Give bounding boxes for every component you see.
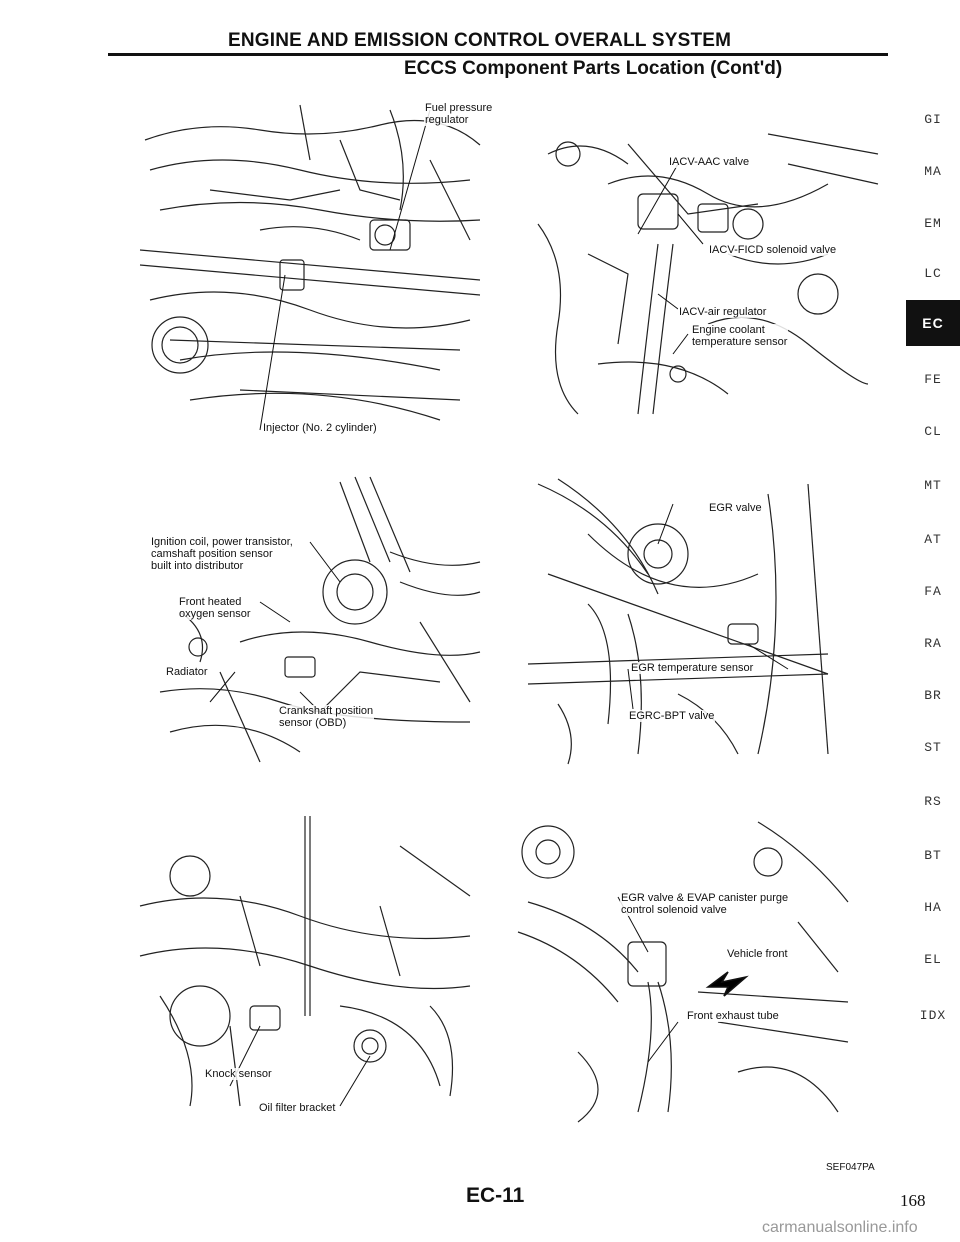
label-injector: Injector (No. 2 cylinder) — [262, 422, 378, 434]
figure-fuel-injector: Fuel pressure regulator Injector (No. 2 … — [139, 100, 494, 434]
engine-drawing-3 — [159, 476, 481, 763]
index-lc[interactable]: LC — [924, 266, 942, 281]
engine-drawing-2 — [537, 133, 879, 415]
label-front-exhaust-tube: Front exhaust tube — [686, 1010, 780, 1022]
index-rs[interactable]: RS — [924, 794, 942, 809]
label-fuel-pressure-regulator: Fuel pressure regulator — [424, 102, 494, 126]
index-ma[interactable]: MA — [924, 164, 942, 179]
index-ra[interactable]: RA — [924, 636, 942, 651]
engine-drawing-4 — [527, 478, 829, 765]
index-gi[interactable]: GI — [924, 112, 942, 127]
section-title: ENGINE AND EMISSION CONTROL OVERALL SYST… — [228, 30, 732, 51]
label-egrc-bpt-valve: EGRC-BPT valve — [628, 710, 716, 722]
index-ha[interactable]: HA — [924, 900, 942, 915]
label-iacv-aac-valve: IACV-AAC valve — [668, 156, 751, 168]
label-iacv-ficd-solenoid: IACV-FICD solenoid valve — [708, 244, 838, 256]
page-number: 168 — [900, 1191, 926, 1210]
index-cl[interactable]: CL — [924, 424, 942, 439]
label-crankshaft-position-sensor: Crankshaft position sensor (OBD) — [278, 705, 375, 729]
index-ec-active[interactable]: EC — [906, 300, 960, 346]
label-front-heated-oxygen-sensor: Front heated oxygen sensor — [178, 596, 252, 620]
index-el[interactable]: EL — [924, 952, 942, 967]
label-radiator: Radiator — [165, 666, 209, 678]
index-at[interactable]: AT — [924, 532, 942, 547]
engine-drawing-5 — [139, 816, 471, 1107]
index-bt[interactable]: BT — [924, 848, 942, 863]
label-iacv-air-regulator: IACV-air regulator — [678, 306, 768, 318]
figure-iacv: IACV-AAC valve IACV-FICD solenoid valve … — [528, 124, 888, 420]
index-idx[interactable]: IDX — [919, 1008, 947, 1023]
engine-drawing-1 — [139, 104, 481, 431]
index-br[interactable]: BR — [924, 688, 942, 703]
figure-id: SEF047PA — [826, 1162, 875, 1173]
watermark: carmanualsonline.info — [762, 1219, 918, 1236]
engine-drawing-6 — [517, 821, 849, 1123]
label-ignition-coil: Ignition coil, power transistor, camshaf… — [150, 536, 294, 572]
index-st[interactable]: ST — [924, 740, 942, 755]
figure-distributor: Ignition coil, power transistor, camshaf… — [140, 472, 485, 772]
figure-egr: EGR valve EGR temperature sensor EGRC-BP… — [527, 474, 848, 765]
index-fe[interactable]: FE — [924, 372, 942, 387]
index-em[interactable]: EM — [924, 216, 942, 231]
label-engine-coolant-sensor: Engine coolant temperature sensor — [691, 324, 789, 348]
label-knock-sensor: Knock sensor — [204, 1068, 273, 1080]
label-egr-temperature-sensor: EGR temperature sensor — [630, 662, 755, 674]
label-oil-filter-bracket: Oil filter bracket — [258, 1102, 337, 1114]
page-code: EC-11 — [466, 1184, 525, 1207]
label-egr-valve: EGR valve — [708, 502, 763, 514]
label-egr-evap-solenoid: EGR valve & EVAP canister purge control … — [620, 892, 790, 916]
header-rule — [108, 53, 888, 56]
section-subtitle: ECCS Component Parts Location (Cont'd) — [404, 58, 783, 79]
label-vehicle-front: Vehicle front — [726, 948, 789, 960]
index-fa[interactable]: FA — [924, 584, 942, 599]
figure-knock-sensor: Knock sensor Oil filter bracket — [139, 816, 480, 1116]
index-mt[interactable]: MT — [924, 478, 942, 493]
figure-evap-exhaust: EGR valve & EVAP canister purge control … — [517, 812, 858, 1123]
